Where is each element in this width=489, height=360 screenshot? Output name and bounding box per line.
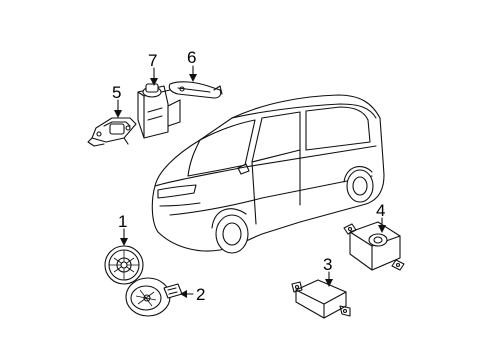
- arrowhead-5: [114, 110, 122, 118]
- part-2-disc-connector: [125, 277, 183, 317]
- arrowhead-2: [180, 290, 187, 298]
- arrowhead-7: [150, 78, 158, 86]
- part-1-disc: [104, 245, 144, 285]
- arrowhead-3: [325, 279, 333, 287]
- callout-5: 5: [112, 83, 121, 102]
- leader-arrows: [114, 65, 386, 298]
- callout-7: 7: [148, 51, 157, 70]
- callout-4: 4: [376, 201, 385, 220]
- part-3-control-unit: [291, 279, 351, 319]
- callout-2: 2: [196, 285, 205, 304]
- callout-6: 6: [187, 48, 196, 67]
- part-6-harness: [168, 81, 223, 99]
- part-7-module: [137, 83, 181, 139]
- arrowhead-4: [378, 225, 386, 233]
- arrowhead-1: [120, 238, 128, 246]
- minivan-illustration: [151, 94, 385, 254]
- callout-1: 1: [118, 212, 127, 231]
- part-4-sensor-module: [343, 221, 405, 271]
- part-5-sensor: [87, 117, 137, 147]
- arrowhead-6: [189, 74, 197, 82]
- callout-numbers: 7 6 5 1 2 3 4: [112, 48, 385, 304]
- callout-3: 3: [323, 255, 332, 274]
